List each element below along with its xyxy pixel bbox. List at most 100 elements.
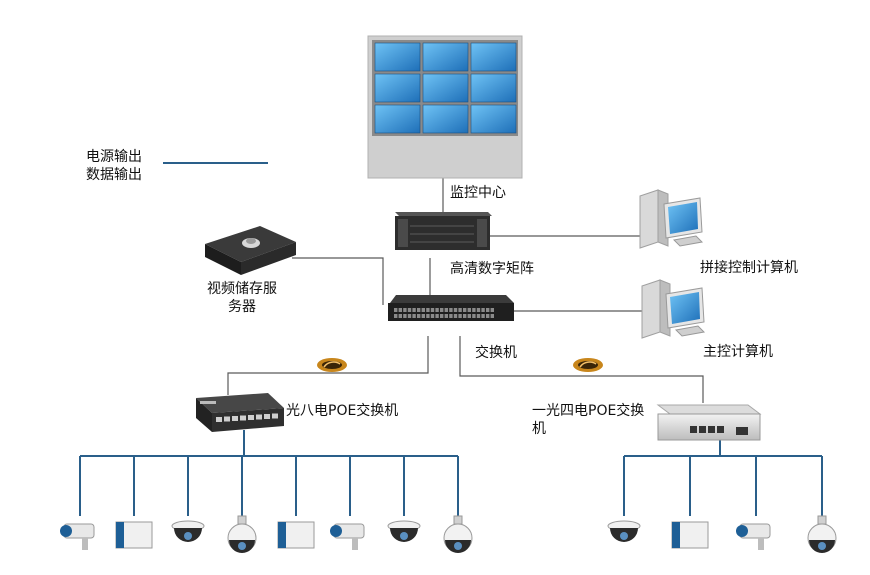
- switch-port: [403, 308, 407, 312]
- wall-screen: [470, 42, 517, 72]
- switch-port: [453, 308, 458, 312]
- switch-port: [430, 314, 435, 318]
- wall-screen: [470, 104, 517, 134]
- video-wall-label: 监控中心: [450, 185, 506, 201]
- core-switch-label: 交换机: [475, 345, 517, 361]
- poe-switch-4-icon: [656, 404, 762, 441]
- camera-dome-icon: [607, 520, 641, 542]
- splice-pc-label: 拼接控制计算机: [700, 260, 798, 276]
- switch-port: [440, 314, 444, 318]
- camera-box-icon: [277, 521, 315, 549]
- switch-port: [453, 314, 458, 318]
- camera-bullet-icon: [330, 523, 365, 550]
- switch-port: [440, 308, 444, 312]
- video-wall-icon: [367, 35, 523, 179]
- switch-port: [490, 314, 494, 318]
- switch-port: [412, 308, 416, 312]
- camera-bus: [80, 430, 822, 457]
- wall-screen: [374, 42, 421, 72]
- wire-switch-poe4: [459, 336, 704, 403]
- switch-port: [398, 314, 402, 318]
- poe-port: [240, 415, 246, 421]
- poe-port: [717, 426, 724, 433]
- poe-port: [248, 415, 254, 420]
- wall-screen: [470, 73, 517, 103]
- switch-port: [426, 314, 430, 318]
- switch-port: [472, 314, 476, 318]
- switch-port: [417, 314, 421, 318]
- wire-switch-poe8: [227, 336, 429, 395]
- switch-port: [449, 308, 453, 312]
- network-switch-icon: [388, 295, 514, 321]
- switch-port: [435, 314, 439, 318]
- switch-port: [467, 308, 471, 312]
- poe-port: [699, 426, 706, 433]
- switch-port: [430, 308, 435, 312]
- switch-port: [458, 314, 462, 318]
- switch-port: [481, 308, 485, 312]
- switch-port: [444, 308, 448, 312]
- switch-port: [486, 308, 490, 312]
- poe-port: [272, 413, 278, 419]
- fiber-link-icon-left: [317, 358, 347, 372]
- switch-port: [490, 308, 494, 312]
- switch-port: [486, 314, 490, 318]
- camera-row: [60, 515, 837, 553]
- camera-bullet-icon: [60, 523, 95, 550]
- camera-box-icon: [115, 521, 153, 549]
- poe-switch-8-icon: [196, 393, 284, 432]
- poe-port: [708, 426, 715, 433]
- main-pc-icon: [641, 279, 706, 339]
- rack-device-icon: [395, 212, 492, 250]
- switch-port: [463, 314, 467, 318]
- wall-screen: [374, 104, 421, 134]
- poe-port: [216, 417, 222, 422]
- switch-port: [476, 314, 481, 318]
- switch-port: [412, 314, 416, 318]
- camera-box-icon: [671, 521, 709, 549]
- switch-port: [394, 308, 398, 312]
- fiber-link-icon-right: [573, 358, 603, 372]
- camera-dome-icon: [387, 520, 421, 542]
- poe-port: [232, 416, 238, 421]
- splice-pc-icon: [639, 189, 704, 249]
- switch-port: [444, 314, 448, 318]
- switch-port: [407, 314, 412, 318]
- poe-port: [690, 426, 697, 433]
- camera-ptz-icon: [443, 515, 473, 553]
- switch-port: [481, 314, 485, 318]
- switch-port: [435, 308, 439, 312]
- switch-port: [421, 308, 425, 312]
- camera-dome-icon: [171, 520, 205, 542]
- poe-port: [256, 414, 262, 420]
- wall-screen: [422, 104, 469, 134]
- poe-port: [224, 416, 230, 422]
- poe8-label: 光八电POE交换机: [286, 403, 399, 419]
- switch-port: [472, 308, 476, 312]
- switch-port: [407, 308, 412, 312]
- server-box-icon: [205, 226, 296, 275]
- legend-data-label: 数据输出: [86, 167, 142, 183]
- switch-port: [476, 308, 481, 312]
- switch-port: [463, 308, 467, 312]
- wall-screen: [422, 42, 469, 72]
- poe-port: [264, 414, 270, 419]
- hd-matrix-label: 高清数字矩阵: [450, 261, 534, 277]
- switch-port: [417, 308, 421, 312]
- connection-wires: [227, 178, 704, 403]
- storage-server-label: 视频储存服务器: [207, 281, 277, 315]
- switch-port: [467, 314, 471, 318]
- switch-port: [394, 314, 398, 318]
- wire-storage-matrix: [292, 257, 384, 305]
- switch-port: [449, 314, 453, 318]
- legend-power-label: 电源输出: [86, 149, 142, 165]
- switch-port: [426, 308, 430, 312]
- wall-screen: [374, 73, 421, 103]
- wall-screen: [422, 73, 469, 103]
- camera-drop-lines: [79, 456, 823, 516]
- main-pc-label: 主控计算机: [703, 344, 773, 360]
- camera-ptz-icon: [807, 515, 837, 553]
- camera-ptz-icon: [227, 515, 257, 553]
